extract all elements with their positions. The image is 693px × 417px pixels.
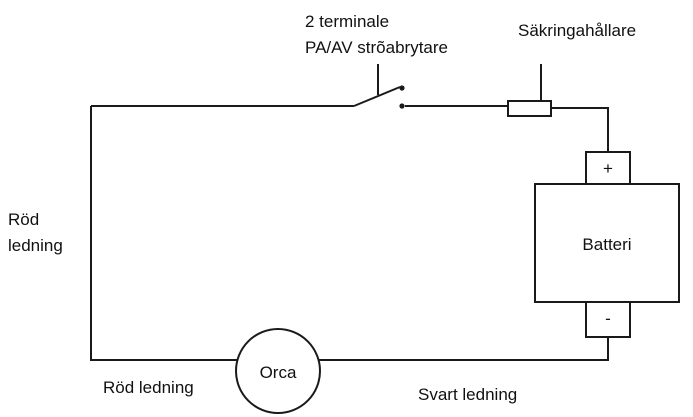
wire-red-left [90, 106, 237, 361]
fuse-holder [507, 100, 552, 117]
fuse-holder-label: Säkringahållare [518, 21, 636, 40]
battery-minus-sign: - [605, 309, 611, 328]
switch-label-line2: PA/AV strõabrytare [305, 38, 448, 57]
red-wire-left-label-line1: Röd [8, 210, 39, 229]
switch-label-line1: 2 terminale [305, 12, 389, 31]
black-wire-label: Svart ledning [418, 385, 517, 404]
red-wire-bottom-label: Röd ledning [103, 378, 194, 397]
battery-plus-sign: + [603, 159, 613, 178]
red-wire-left-label-line2: ledning [8, 236, 63, 255]
battery-label: Batteri [582, 235, 631, 254]
motor-orca [235, 328, 321, 414]
battery-plus-terminal [585, 151, 631, 185]
switch-terminal-top [399, 85, 405, 91]
motor-label: Orca [260, 363, 297, 382]
switch-terminal-bottom [399, 103, 405, 109]
switch-lever [353, 86, 401, 107]
wire-fuse-battery [551, 107, 609, 152]
battery-minus-terminal [585, 301, 631, 338]
wire-black [319, 337, 609, 361]
